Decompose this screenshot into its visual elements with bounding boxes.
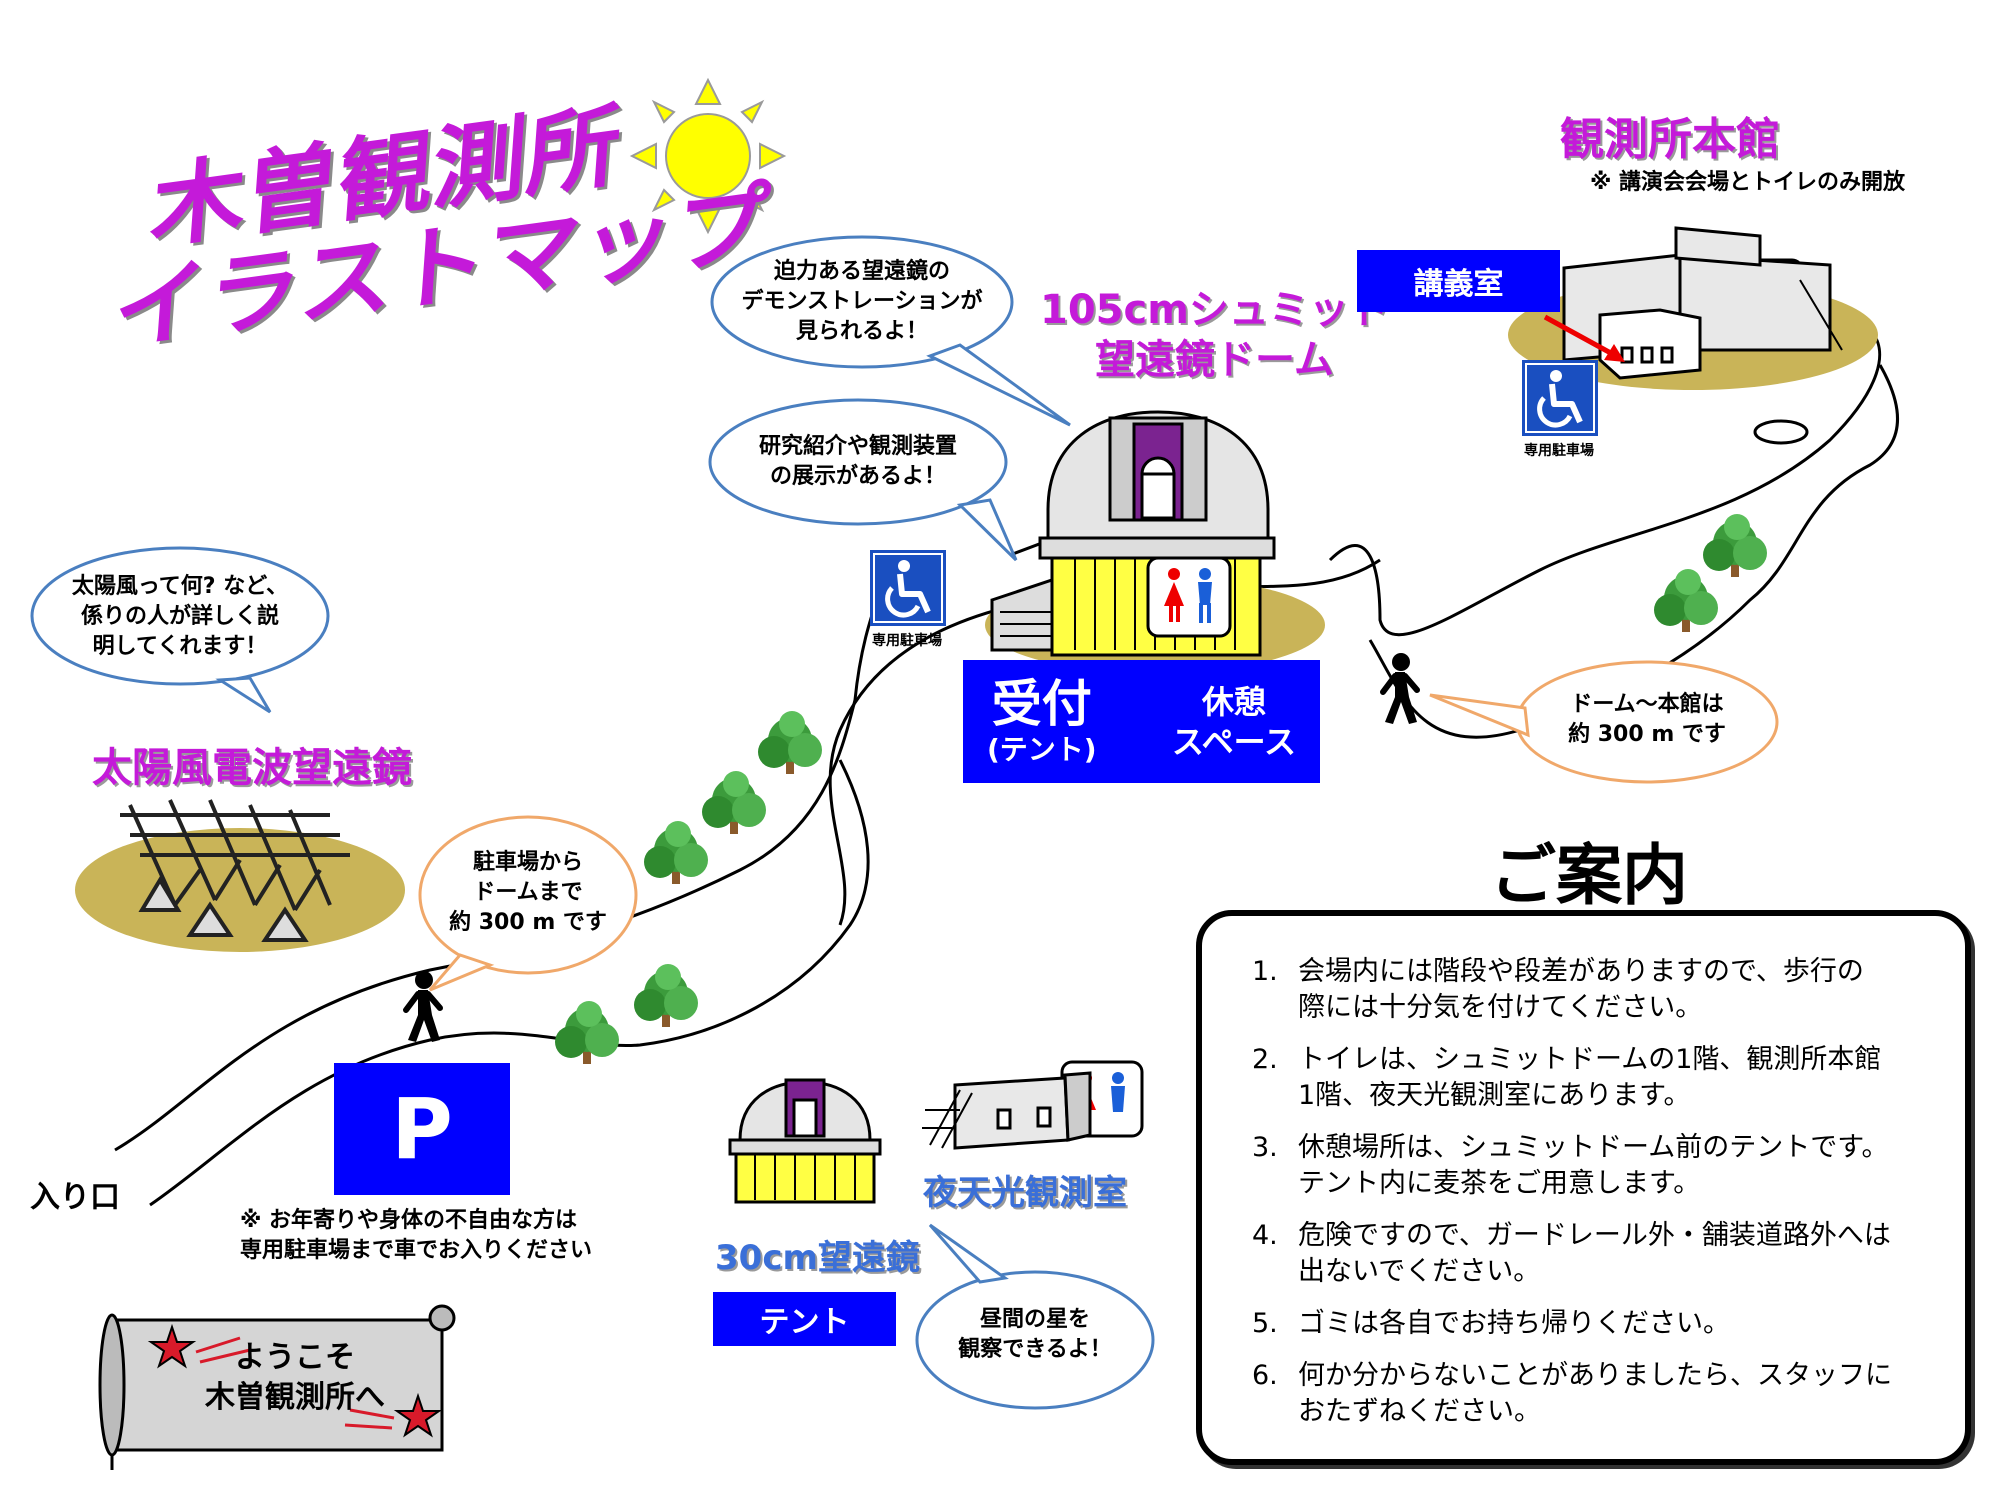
telescope30-label: 30cm望遠鏡 (715, 1238, 920, 1278)
guide-item: 2. トイレは、シュミットドームの1階、観測所本館 1階、夜天光観測室にあります。 (1252, 1042, 1925, 1114)
guide-item: 6. 何か分からないことがありましたら、スタッフに おたずねください。 (1252, 1358, 1925, 1430)
accessible-parking-label-1: 専用駐車場 (872, 633, 942, 649)
solar-telescope-label: 太陽風電波望遠鏡 (92, 745, 412, 791)
guide-item: 3. 休憩場所は、シュミットドーム前のテントです。 テント内に麦茶をご用意します。 (1252, 1130, 1925, 1202)
guide-item-text: ゴミは各自でお持ち帰りください。 (1298, 1308, 1730, 1339)
dome105-label-line1: 105cmシュミット (1040, 287, 1389, 333)
pointer-arrow-head (1604, 344, 1625, 362)
main-building-label: 観測所本館 (1560, 114, 1780, 165)
welcome-line-1: ようこそ (235, 1340, 355, 1375)
reception-left: 受付 (テント) (987, 676, 1097, 768)
guide-title: ご案内 (1490, 837, 1688, 914)
guide-item-number: 5. (1252, 1308, 1278, 1339)
bubble-parking-distance: 駐車場から ドームまで 約 300 m です (449, 850, 607, 935)
star-icon (344, 1392, 443, 1438)
tent-box: テント (713, 1292, 896, 1346)
bubble-research: 研究紹介や観測装置 の展示があるよ！ (758, 434, 957, 489)
star-icon (147, 1323, 251, 1369)
main-building-icon (1562, 226, 1843, 380)
bubble-demo: 迫力ある望遠鏡の デモンストレーションが 見られるよ！ (741, 259, 983, 344)
main-building-note: ※ 講演会会場とトイレのみ開放 (1590, 170, 1906, 195)
bubble-dome-distance: ドーム～本館は 約 300 m です (1568, 692, 1726, 747)
guide-item-text: 会場内には階段や段差がありますので、歩行の 際には十分気を付けてください。 (1298, 956, 1864, 1023)
guide-item-number: 3. (1252, 1132, 1278, 1163)
guide-item-number: 4. (1252, 1220, 1278, 1251)
guide-list: 1.会場内には階段や段差がありますので、歩行の 際には十分気を付けてください。 … (1252, 954, 1925, 1430)
reception-box: 受付 (テント) 休憩 スペース (963, 660, 1320, 783)
guide-item-text: 危険ですので、ガードレール外・舗装道路外へは 出ないでください。 (1298, 1220, 1891, 1287)
guide-item: 5. ゴミは各自でお持ち帰りください。 (1252, 1306, 1925, 1342)
night-sky-label: 夜天光観測室 (923, 1173, 1127, 1213)
solar-telescope-icon (120, 799, 350, 942)
dome105-label: 105cmシュミット 望遠鏡ドーム (1040, 285, 1389, 385)
guide-item-number: 6. (1252, 1360, 1278, 1391)
dome-icon (728, 1078, 882, 1204)
wheelchair-icon (1522, 360, 1598, 436)
reception-label: 受付 (991, 674, 1092, 733)
pointer-arrow (1543, 314, 1620, 360)
guide-item: 4. 危険ですので、ガードレール外・舗装道路外へは 出ないでください。 (1252, 1218, 1925, 1290)
road (114, 328, 1899, 1207)
wheelchair-icon (870, 550, 946, 626)
toilet-icon (1146, 556, 1232, 638)
dome-icon (990, 410, 1276, 657)
welcome-line-2: 木曽観測所へ (205, 1380, 385, 1415)
solar-telescope-ground (75, 828, 405, 952)
guide-item: 1. 会場内には階段や段差がありますので、歩行の 際には十分気を付けてください。 (1252, 954, 1925, 1026)
guide-box: 1.会場内には階段や段差がありますので、歩行の 際には十分気を付けてください。 … (1196, 910, 1971, 1465)
walker-icon (406, 971, 440, 1042)
night-sky-observatory-icon (922, 1071, 1092, 1150)
lecture-room-box: 講義室 (1357, 250, 1560, 312)
walker-icon (1383, 653, 1417, 724)
speech-bubbles (30, 235, 1779, 1410)
dome105-label-line2: 望遠鏡ドーム (1095, 337, 1334, 383)
parking-note: ※ お年寄りや身体の不自由な方は 専用駐車場まで車でお入りください (240, 1208, 593, 1263)
guide-item-number: 1. (1252, 956, 1278, 987)
roundabout (1753, 419, 1809, 445)
reception-tent-label: (テント) (987, 732, 1097, 766)
guide-item-text: 何か分からないことがありましたら、スタッフに おたずねください。 (1298, 1360, 1892, 1427)
accessible-parking-label-2: 専用駐車場 (1524, 443, 1594, 459)
guide-item-text: 休憩場所は、シュミットドーム前のテントです。 テント内に麦茶をご用意します。 (1298, 1132, 1889, 1199)
guide-item-text: トイレは、シュミットドームの1階、観測所本館 1階、夜天光観測室にあります。 (1298, 1044, 1882, 1111)
guide-item-number: 2. (1252, 1044, 1278, 1075)
bubble-daystar: 昼間の星を 観察できるよ！ (958, 1307, 1112, 1362)
rest-space-label: 休憩 スペース (1171, 682, 1296, 761)
welcome-text: ようこそ 木曽観測所へ (165, 1338, 425, 1418)
bubble-solar: 太陽風って何? など、 係りの人が詳しく説 明してくれます！ (71, 574, 289, 659)
sun-icon (629, 77, 787, 235)
parking-box: P (334, 1063, 510, 1195)
entrance-label: 入り口 (30, 1180, 120, 1215)
